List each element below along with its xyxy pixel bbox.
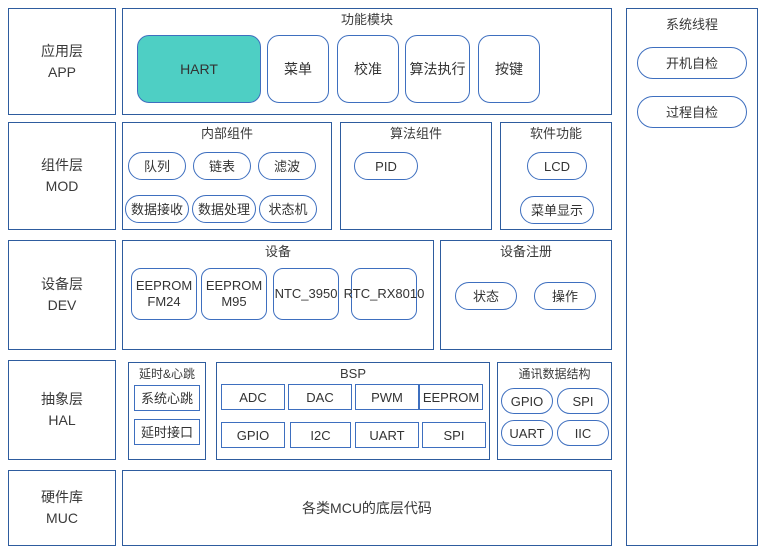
layer-cell-mod: 组件层 MOD <box>8 122 116 230</box>
node-delay-interface[interactable]: 延时接口 <box>134 419 200 445</box>
group-devices-title: 设备 <box>264 244 291 259</box>
node-bsp-spi[interactable]: SPI <box>422 422 486 448</box>
layer-app-name-en: APP <box>47 63 76 80</box>
layer-hal-name-en: HAL <box>48 412 76 428</box>
group-algorithm-components-title: 算法组件 <box>389 126 442 141</box>
group-device-registration-title: 设备注册 <box>499 244 552 259</box>
layer-mod-name-en: MOD <box>45 178 79 194</box>
node-eeprom-fm24[interactable]: EEPROM FM24 <box>131 268 197 320</box>
hardware-library-label: 各类MCU的底层代码 <box>302 500 432 516</box>
node-algorithm-exec[interactable]: 算法执行 <box>405 35 470 103</box>
node-data-process[interactable]: 数据处理 <box>192 195 256 223</box>
node-hart[interactable]: HART <box>137 35 261 103</box>
node-key[interactable]: 按键 <box>478 35 540 103</box>
layer-hal-name-cn: 抽象层 <box>41 391 83 407</box>
node-queue[interactable]: 队列 <box>128 152 186 180</box>
layer-cell-dev: 设备层 DEV <box>8 240 116 350</box>
group-delay-heartbeat: 延时&心跳 <box>128 362 206 460</box>
group-system-threads-title: 系统线程 <box>665 17 718 32</box>
node-filter[interactable]: 滤波 <box>258 152 316 180</box>
layer-cell-app: 应用层 APP <box>8 8 116 115</box>
node-rtc-rx8010[interactable]: RTC_RX8010 <box>344 268 424 320</box>
group-comm-data-structure-title: 通讯数据结构 <box>518 367 591 381</box>
node-eeprom-m95[interactable]: EEPROM M95 <box>201 268 267 320</box>
node-operation[interactable]: 操作 <box>534 282 596 310</box>
group-hardware-library: 各类MCU的底层代码 <box>122 470 612 546</box>
layer-app-name-cn: 应用层 <box>41 42 83 59</box>
node-comm-spi[interactable]: SPI <box>557 388 609 414</box>
node-bsp-uart[interactable]: UART <box>355 422 419 448</box>
node-ntc-3950[interactable]: NTC_3950 <box>273 268 339 320</box>
layer-dev-name-en: DEV <box>47 297 77 313</box>
node-linked-list[interactable]: 链表 <box>193 152 251 180</box>
group-software-functions-title: 软件功能 <box>529 126 582 141</box>
layer-cell-muc: 硬件库 MUC <box>8 470 116 546</box>
node-menu[interactable]: 菜单 <box>267 35 329 103</box>
group-function-modules-title: 功能模块 <box>340 12 393 27</box>
node-calibration[interactable]: 校准 <box>337 35 399 103</box>
node-bsp-gpio[interactable]: GPIO <box>221 422 285 448</box>
layer-cell-hal: 抽象层 HAL <box>8 360 116 460</box>
node-bsp-dac[interactable]: DAC <box>288 384 352 410</box>
node-power-on-selftest[interactable]: 开机自检 <box>637 47 747 79</box>
layer-muc-name-cn: 硬件库 <box>41 489 83 505</box>
node-bsp-i2c[interactable]: I2C <box>290 422 351 448</box>
group-delay-heartbeat-title: 延时&心跳 <box>138 367 195 381</box>
node-bsp-pwm[interactable]: PWM <box>355 384 419 410</box>
group-system-threads: 系统线程 <box>626 8 758 546</box>
node-status[interactable]: 状态 <box>455 282 517 310</box>
group-bsp-title: BSP <box>339 366 366 381</box>
node-bsp-adc[interactable]: ADC <box>221 384 285 410</box>
node-lcd[interactable]: LCD <box>527 152 587 180</box>
node-process-selftest[interactable]: 过程自检 <box>637 96 747 128</box>
node-state-machine[interactable]: 状态机 <box>259 195 317 223</box>
layer-mod-name-cn: 组件层 <box>41 157 83 173</box>
group-internal-components-title: 内部组件 <box>200 126 253 141</box>
node-bsp-eeprom[interactable]: EEPROM <box>419 384 483 410</box>
node-pid[interactable]: PID <box>354 152 418 180</box>
node-data-receive[interactable]: 数据接收 <box>125 195 189 223</box>
layer-dev-name-cn: 设备层 <box>41 276 83 292</box>
node-comm-iic[interactable]: IIC <box>557 420 609 446</box>
node-comm-gpio[interactable]: GPIO <box>501 388 553 414</box>
layer-muc-name-en: MUC <box>46 510 78 526</box>
node-system-heartbeat[interactable]: 系统心跳 <box>134 385 200 411</box>
node-comm-uart[interactable]: UART <box>501 420 553 446</box>
node-menu-display[interactable]: 菜单显示 <box>520 196 594 224</box>
